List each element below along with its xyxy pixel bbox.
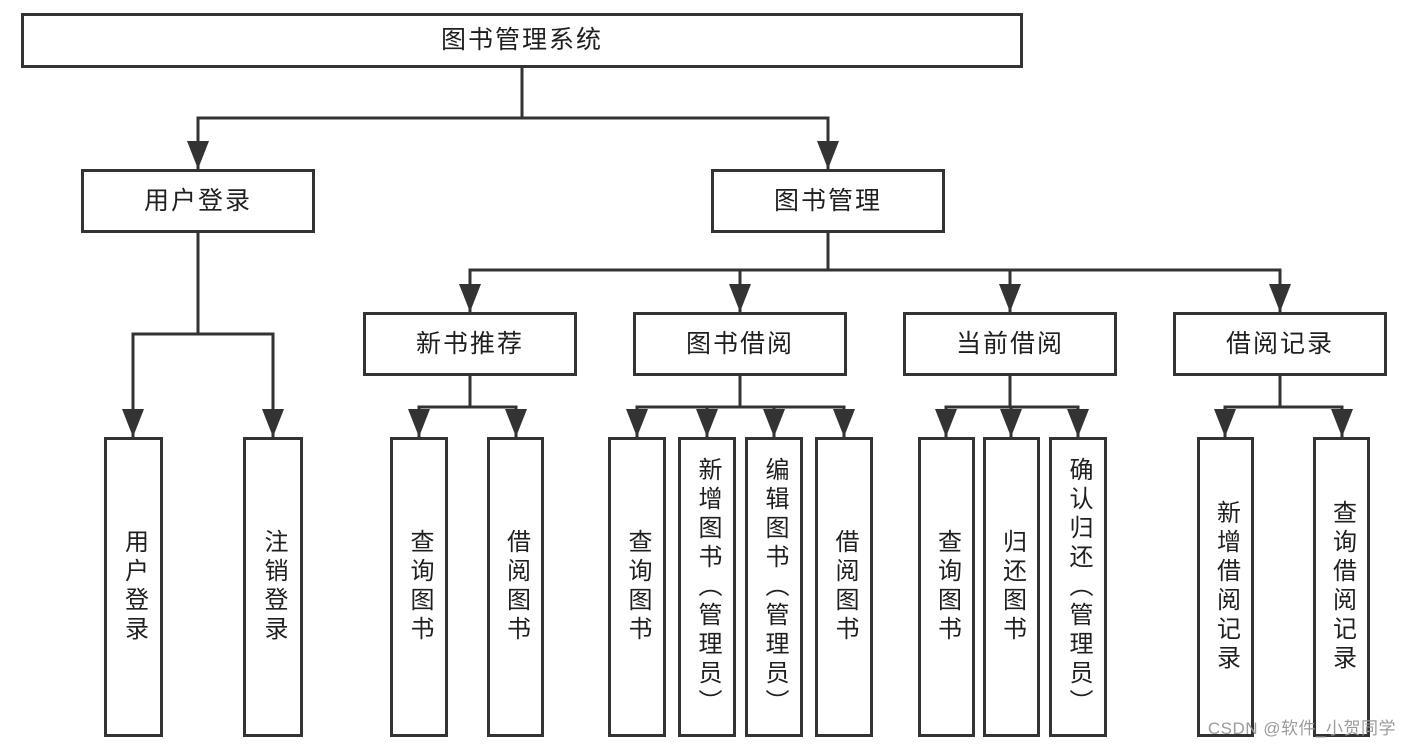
leaf-edit-books-admin: 编辑图书（管理员） [745,437,803,737]
connector-new-book-children [408,374,527,439]
connector-current-borrow-children [935,374,1089,439]
leaf-borrow-books-recommend: 借阅图书 [487,437,544,737]
node-user-login: 用户登录 [81,169,315,233]
leaf-add-books-admin: 新增图书（管理员） [678,437,736,737]
leaf-query-books-borrow: 查询图书 [608,437,666,737]
node-current-borrowing: 当前借阅 [903,312,1117,376]
leaf-query-books-current: 查询图书 [918,437,975,737]
leaf-confirm-return-admin: 确认归还（管理员） [1049,437,1107,737]
connector-root-to-level2 [187,66,839,171]
node-book-borrowing: 图书借阅 [633,312,847,376]
leaf-user-login: 用户登录 [104,437,163,737]
csdn-watermark: CSDN @软件_小贺同学 [1207,719,1396,738]
leaf-add-borrow-record: 新增借阅记录 [1197,437,1254,737]
node-root-library-management-system: 图书管理系统 [21,13,1023,68]
connector-borrow-records-children [1214,374,1353,439]
connector-book-borrow-children [626,374,855,439]
leaf-query-books-recommend: 查询图书 [390,437,448,737]
connector-user-login-children [122,231,284,439]
node-new-book-recommendation: 新书推荐 [363,312,577,376]
leaf-return-books: 归还图书 [983,437,1040,737]
leaf-query-borrow-record: 查询借阅记录 [1313,437,1370,737]
leaf-borrow-books: 借阅图书 [815,437,873,737]
leaf-logout: 注销登录 [243,437,303,737]
connector-book-management-children [459,231,1291,314]
node-book-management: 图书管理 [711,169,945,233]
node-borrowing-records: 借阅记录 [1173,312,1387,376]
